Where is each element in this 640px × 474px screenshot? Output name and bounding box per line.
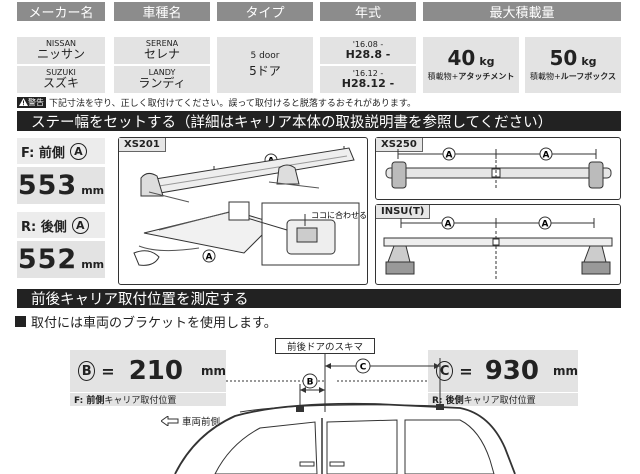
- b-caption: F: 前側キャリア取付位置: [70, 392, 226, 406]
- model-jp: セレナ: [143, 47, 180, 62]
- xs201-tag: XS201: [119, 138, 166, 152]
- vehicle-front-text: 車両前側: [182, 417, 221, 428]
- load-note-b: アタッチメント: [458, 72, 515, 82]
- b-caption-strong: F: 前側: [74, 396, 105, 406]
- warning-line: 警告 下記寸法を守り、正しく取付けてください。誤って取付けると脱落するおそれがあ…: [17, 96, 417, 109]
- xs201-illustration: A A ココに合わせる: [133, 146, 366, 266]
- maker-cell-1: NISSAN ニッサン: [17, 37, 105, 64]
- warning-icon-label: 警告: [28, 97, 44, 107]
- xs201-panel: XS201 A A ココに合わせる: [118, 137, 368, 285]
- maker-jp: スズキ: [42, 76, 79, 91]
- load-cell-roofbox: 50 kg 積載物+ルーフボックス: [525, 37, 621, 93]
- model-cell-1: SERENA セレナ: [114, 37, 210, 64]
- type-jp: 5ドア: [249, 64, 281, 79]
- year-range: H28.8 -: [345, 47, 391, 61]
- insu-panel: INSU(T) A A: [375, 204, 621, 285]
- equals-sign: =: [459, 361, 473, 381]
- section2-subtitle: 取付には車両のブラケットを使用します。: [15, 312, 277, 331]
- callout-text: ココに合わせる: [311, 210, 366, 220]
- door-gap-label: 前後ドアのスキマ: [275, 338, 375, 354]
- section2-subtitle-text: 取付には車両のブラケットを使用します。: [31, 316, 277, 331]
- c-value-box: C = 930 mm: [428, 350, 578, 392]
- maker-cell-2: SUZUKI スズキ: [17, 66, 105, 93]
- header-type: タイプ: [217, 2, 313, 21]
- front-width-box: 553 mm: [17, 167, 105, 204]
- vehicle-front-label: 車両前側: [161, 414, 220, 428]
- year-cell-2: '16.12 - H28.12 -: [320, 66, 416, 93]
- front-width-value: 553: [17, 170, 78, 201]
- rear-label: R: 後側 A: [17, 212, 105, 238]
- rear-width-unit: mm: [81, 258, 105, 271]
- c-caption: R: 後側キャリア取付位置: [428, 392, 578, 406]
- c-value: 930: [484, 356, 539, 386]
- maker-en: NISSAN: [45, 39, 77, 48]
- rear-width-box: 552 mm: [17, 241, 105, 278]
- marker-b-icon: B: [307, 378, 314, 388]
- warning-icon: [19, 98, 28, 106]
- b-unit: mm: [200, 364, 226, 378]
- marker-a-icon: A: [71, 216, 89, 234]
- xs250-tag: XS250: [376, 138, 423, 152]
- xs250-illustration: A A: [385, 147, 612, 190]
- insu-tag: INSU(T): [376, 205, 431, 219]
- model-jp: ランディ: [138, 76, 186, 91]
- marker-c-icon: C: [436, 361, 454, 381]
- marker-b-icon: B: [78, 361, 96, 381]
- load-value: 50: [549, 46, 578, 71]
- front-width-unit: mm: [81, 184, 105, 197]
- header-max-load: 最大積載量: [423, 2, 621, 21]
- maker-jp: ニッサン: [36, 47, 85, 62]
- load-note-b: ルーフボックス: [560, 72, 616, 82]
- insu-illustration: A A: [383, 216, 613, 279]
- year-from: '16.08 -: [352, 39, 384, 49]
- model-cell-2: LANDY ランディ: [114, 66, 210, 93]
- c-unit: mm: [552, 364, 578, 378]
- model-en: SERENA: [145, 39, 179, 48]
- section1-title: ステー幅をセットする（詳細はキャリア本体の取扱説明書を参照してください）: [17, 111, 621, 131]
- b-value-box: B = 210 mm: [70, 350, 226, 392]
- warning-text: 下記寸法を守り、正しく取付けてください。誤って取付けると脱落するおそれがあります…: [49, 98, 417, 109]
- year-range: H28.12 -: [341, 76, 395, 90]
- load-note-a: 積載物+: [427, 72, 459, 82]
- equals-sign: =: [101, 361, 115, 381]
- xs250-panel: XS250 A A: [375, 137, 621, 200]
- year-cell-1: '16.08 - H28.8 -: [320, 37, 416, 64]
- load-cell-attachment: 40 kg 積載物+アタッチメント: [423, 37, 519, 93]
- marker-a-icon: A: [446, 151, 453, 161]
- square-bullet-icon: [15, 316, 26, 327]
- marker-c-icon: C: [360, 363, 367, 373]
- marker-a-icon: A: [543, 151, 550, 161]
- load-unit: kg: [479, 55, 495, 69]
- front-label: F: 前側 A: [17, 138, 105, 164]
- rear-label-text: R: 後側: [21, 219, 67, 235]
- header-model: 車種名: [114, 2, 210, 21]
- load-value: 40: [447, 46, 476, 71]
- header-maker: メーカー名: [17, 2, 105, 21]
- load-unit: kg: [581, 55, 597, 69]
- load-note-a: 積載物+: [530, 72, 561, 82]
- section2-title: 前後キャリア取付位置を測定する: [17, 289, 621, 308]
- marker-a-icon: A: [445, 220, 452, 230]
- header-year: 年式: [320, 2, 416, 21]
- maker-en: SUZUKI: [46, 68, 76, 77]
- b-caption-rest: キャリア取付位置: [104, 396, 177, 406]
- c-caption-strong: R: 後側: [432, 396, 464, 406]
- b-value: 210: [128, 356, 183, 386]
- type-cell: 5 door 5ドア: [217, 37, 313, 93]
- c-caption-rest: キャリア取付位置: [463, 396, 536, 406]
- year-from: '16.12 -: [352, 68, 384, 78]
- front-label-text: F: 前側: [21, 145, 65, 161]
- arrow-left-icon: [161, 416, 179, 426]
- type-en: 5 door: [250, 50, 280, 61]
- car-measurement-drawing: C B: [174, 354, 516, 474]
- model-en: LANDY: [148, 68, 176, 77]
- rear-width-value: 552: [17, 244, 78, 275]
- marker-a-icon: A: [542, 220, 549, 230]
- warning-badge: 警告: [17, 96, 46, 108]
- marker-a-icon: A: [69, 142, 87, 160]
- marker-a-icon: A: [206, 253, 213, 263]
